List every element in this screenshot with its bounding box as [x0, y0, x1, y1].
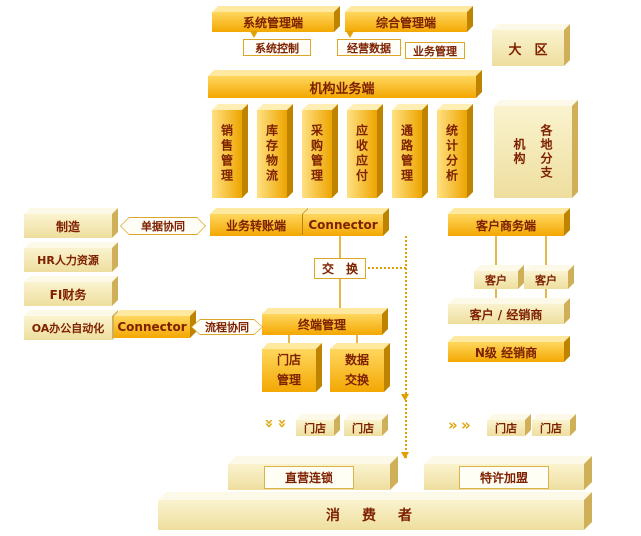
dotted-flow-line-vertical: [405, 236, 407, 458]
arrow-down-icon: [250, 31, 258, 38]
node-business-data: 经营数据: [337, 39, 401, 56]
node-label: 统计分析: [444, 124, 459, 184]
label-franchise: 特许加盟: [458, 465, 549, 489]
label-consumer: 消 费 者: [326, 508, 416, 524]
node-label: 单据协同: [141, 220, 185, 233]
node-label: 采购管理: [309, 124, 324, 184]
arrow-down-icon: [401, 452, 409, 459]
node-label: Connector: [117, 320, 187, 334]
node-label: OA办公自动化: [31, 322, 105, 335]
node-label: 流程协同: [205, 321, 249, 334]
node-label: 机构业务端: [309, 81, 375, 97]
node-connector-top: Connector: [303, 214, 383, 236]
node-module-purchasing: 采购管理: [302, 110, 332, 198]
node-module-channel: 通路管理: [392, 110, 422, 198]
node-label: 各地分支: [539, 124, 553, 180]
node-customer-b: 客户: [524, 271, 568, 289]
node-module-statistics: 统计分析: [437, 110, 467, 198]
connector-line: [495, 236, 497, 271]
node-label: 门店: [495, 422, 517, 435]
node-erp-oa: OA办公自动化: [24, 316, 112, 340]
node-label: 门店: [352, 422, 374, 435]
node-label: 库存物流: [264, 124, 279, 184]
node-label: FI财务: [49, 287, 87, 302]
node-label: 制造: [55, 219, 80, 234]
node-label: 门店: [304, 422, 326, 435]
node-connector-left: Connector: [114, 316, 190, 338]
label-doc-collab: 单据协同: [120, 217, 206, 235]
node-label: 经营数据: [347, 41, 391, 55]
node-label: N级 经销商: [474, 345, 538, 360]
connector-line: [339, 236, 341, 258]
chevron-down-icon: »: [273, 418, 292, 429]
node-customer-dealer: 客户 / 经销商: [448, 304, 564, 324]
node-integrated-mgmt: 综合管理端: [345, 12, 467, 32]
node-module-payables: 应收应付: [347, 110, 377, 198]
node-label: 客户: [485, 274, 507, 287]
node-label: 客户商务端: [475, 218, 536, 233]
node-label: 交 换: [321, 262, 358, 276]
node-erp-hr: HR人力资源: [24, 248, 112, 272]
node-label: 销售管理: [219, 124, 234, 184]
node-label: Connector: [308, 218, 378, 232]
node-module-inventory: 库存物流: [257, 110, 287, 198]
node-org-business: 机构业务端: [208, 76, 476, 98]
node-n-dealer: N级 经销商: [448, 342, 564, 362]
hexagon-fill: [192, 320, 262, 334]
node-label: 机构: [512, 138, 526, 166]
slab-consumer: 消 费 者: [158, 500, 584, 530]
node-label: 客户: [535, 274, 557, 287]
node-label: 门店: [540, 422, 562, 435]
connector-line: [288, 335, 290, 349]
node-module-sales: 销售管理: [212, 110, 242, 198]
node-label: 综合管理端: [375, 15, 436, 30]
node-store-4: 门店: [532, 420, 570, 436]
chevron-right-icon: »: [461, 416, 471, 434]
node-label: 客户 / 经销商: [469, 307, 543, 322]
node-label: 数据 交换: [344, 353, 369, 387]
node-terminal-mgmt: 终端管理: [262, 314, 382, 335]
node-label: 通路管理: [399, 124, 414, 184]
hexagon-fill: [121, 218, 205, 234]
node-label: 系统管理端: [242, 15, 303, 30]
node-business-ops: 业务管理: [405, 42, 465, 59]
connector-line: [545, 236, 547, 271]
node-label: 业务管理: [413, 44, 457, 58]
label-direct-chain: 直营连锁: [263, 465, 354, 489]
node-label: 门店 管理: [276, 353, 301, 387]
node-label: HR人力资源: [37, 254, 99, 267]
node-store-1: 门店: [296, 420, 334, 436]
node-label: 业务转账端: [225, 218, 286, 233]
node-erp-manufacturing: 制造: [24, 214, 112, 238]
node-store-mgmt: 门店 管理: [262, 349, 316, 392]
connector-line: [495, 289, 497, 304]
node-label: 应收应付: [354, 124, 369, 184]
node-erp-finance: FI财务: [24, 282, 112, 306]
label-flow-collab: 流程协同: [191, 319, 263, 335]
node-label: 终端管理: [297, 318, 346, 332]
slab-direct-chain: 直营连锁: [228, 464, 390, 490]
connector-line: [545, 289, 547, 304]
connector-line: [339, 279, 341, 314]
arrow-down-icon: [346, 31, 354, 38]
node-label: 大 区: [508, 42, 548, 58]
node-exchange: 交 换: [314, 258, 366, 279]
node-system-control: 系统控制: [243, 39, 311, 56]
dotted-flow-line-horizontal: [368, 267, 406, 269]
slab-franchise: 特许加盟: [424, 464, 584, 490]
node-branches: 机构 各地分支: [494, 106, 572, 198]
node-region: 大 区: [492, 30, 564, 66]
chevron-right-icon: »: [448, 416, 458, 434]
node-customer-a: 客户: [474, 271, 518, 289]
node-label: 系统控制: [255, 41, 299, 55]
node-transfer: 业务转账端: [210, 214, 302, 236]
connector-line: [356, 335, 358, 349]
node-system-mgmt: 系统管理端: [212, 12, 334, 32]
node-store-3: 门店: [487, 420, 525, 436]
node-customer-portal: 客户商务端: [448, 214, 564, 236]
node-store-2: 门店: [344, 420, 382, 436]
node-data-exchange: 数据 交换: [330, 349, 384, 392]
arrow-down-icon: [401, 394, 409, 401]
